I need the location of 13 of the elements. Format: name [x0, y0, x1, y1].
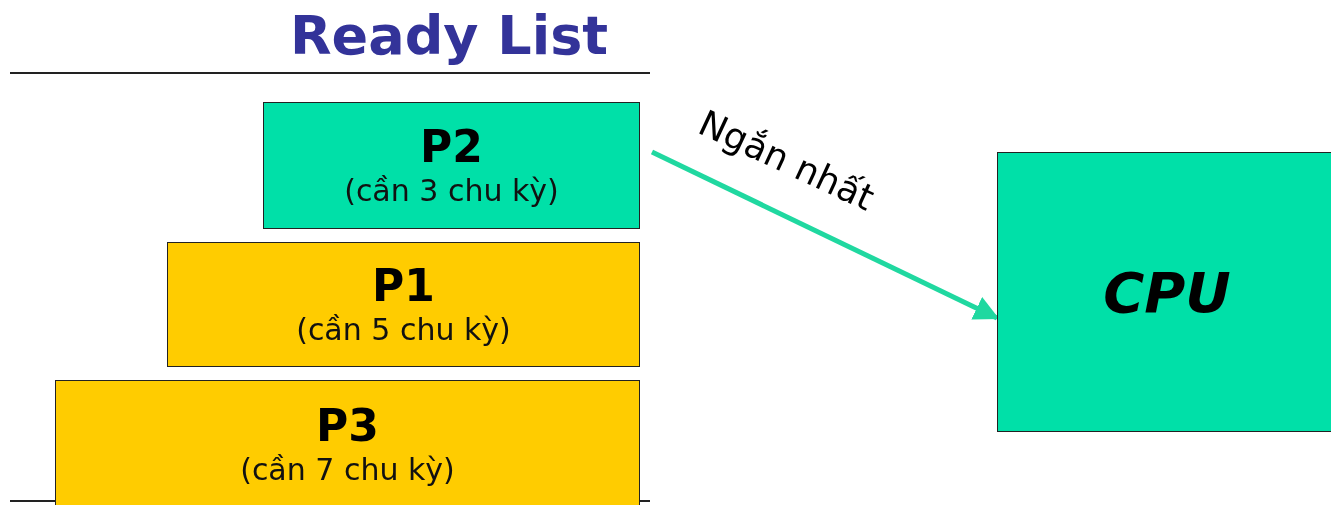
- cycle-note: (cần 7 chu kỳ): [240, 451, 455, 489]
- process-box: [167, 242, 640, 367]
- edge-label: Ngắn nhất: [692, 102, 881, 219]
- cycle-note: (cần 3 chu kỳ): [344, 171, 559, 210]
- process-name: P2: [420, 121, 483, 172]
- cpu-box: [997, 152, 1331, 432]
- process-box: [55, 380, 640, 505]
- process-name: P3: [316, 401, 379, 451]
- process-name: P1: [372, 260, 435, 311]
- cpu-label: CPU: [1103, 259, 1231, 325]
- cycle-note: (cần 5 chu kỳ): [296, 310, 511, 349]
- list-title: Ready List: [290, 4, 609, 67]
- process-box: [263, 102, 640, 229]
